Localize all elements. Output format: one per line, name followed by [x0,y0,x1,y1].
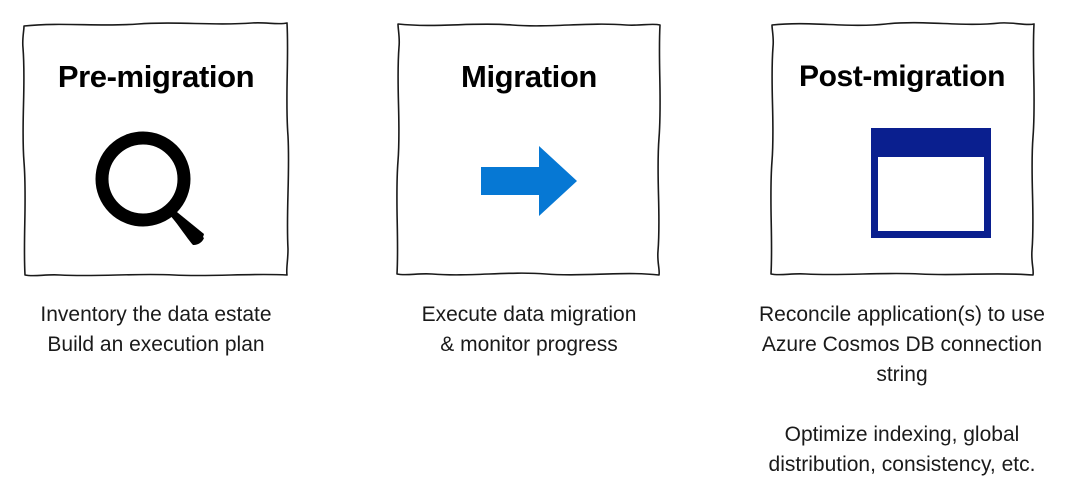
magnifying-glass-icon [90,126,216,252]
phase-title-pre-migration: Pre-migration [57,59,255,94]
caption-line: Optimize indexing, global [784,423,1020,446]
phase-box-migration [395,20,663,278]
phase-icon-wrap-pre-migration [22,118,290,258]
caption-line: Execute data migration [421,303,637,326]
caption-line: Inventory the data estate [40,303,272,326]
phase-column-migration: Migration Execute data migration & monit… [373,0,685,493]
phase-caption-post-migration: Reconcile application(s) to use Azure Co… [752,300,1052,390]
phase-icon-wrap-post-migration [768,118,1036,258]
caption-line: Build an execution plan [47,333,265,356]
right-arrow-icon [481,146,577,216]
phase-caption-migration: Execute data migration & monitor progres… [379,300,679,360]
caption-line: string [876,363,928,386]
phase-column-pre-migration: Pre-migration Inventory the data estate … [0,0,312,493]
caption-line: & monitor progress [440,333,618,356]
caption-line: distribution, consistency, etc. [768,453,1036,476]
phase-icon-wrap-migration [395,118,663,258]
caption-line: Reconcile application(s) to use [759,303,1045,326]
phase-title-migration: Migration [461,59,597,94]
caption-line: Azure Cosmos DB connection [761,333,1043,356]
phase-title-post-migration: Post-migration [798,60,1006,93]
phase-caption-secondary-post-migration: Optimize indexing, global distribution, … [752,420,1052,480]
phase-column-post-migration: Post-migration Reconcile application(s) … [746,0,1058,493]
application-window-icon [871,128,991,238]
phase-box-pre-migration [21,20,290,278]
phase-caption-pre-migration: Inventory the data estate Build an execu… [6,300,306,360]
